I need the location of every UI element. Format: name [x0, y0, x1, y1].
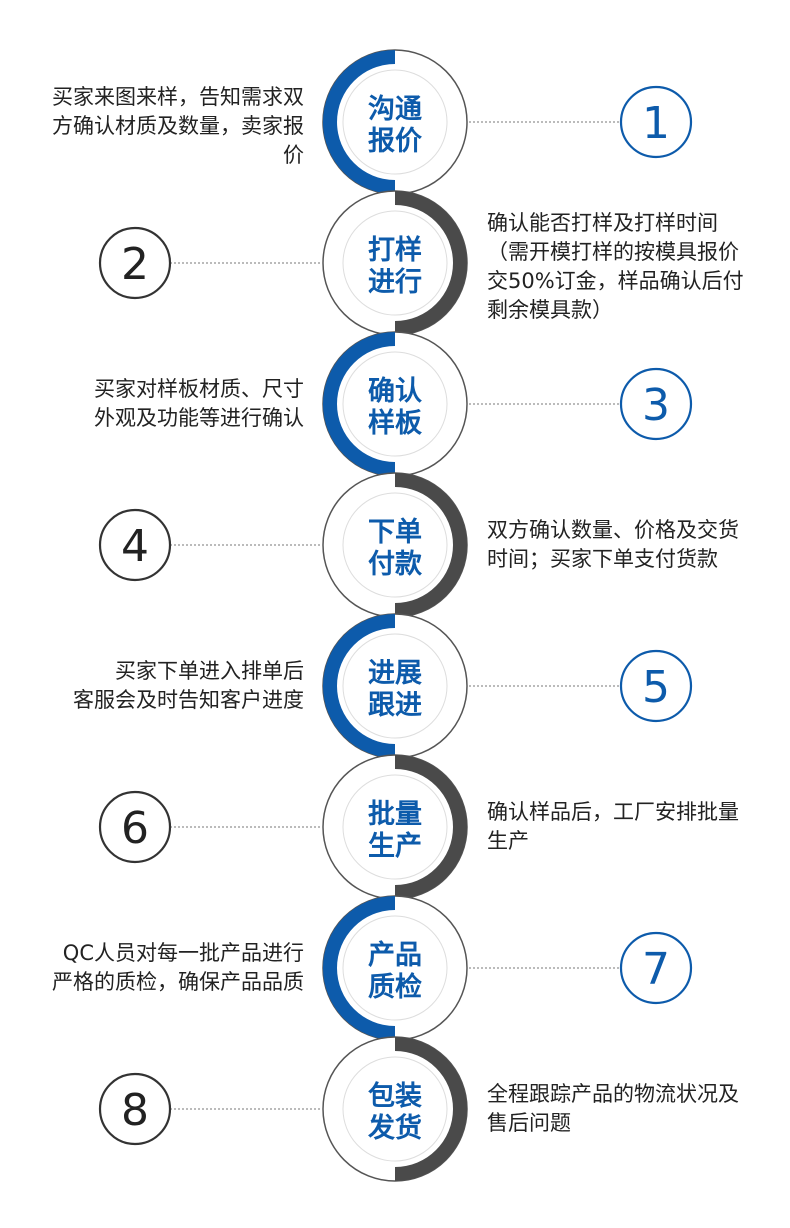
step-title-line: 报价 [368, 126, 423, 157]
step-description-line: 双方确认数量、价格及交货 [487, 518, 739, 542]
step-number: 8 [121, 1085, 149, 1136]
step-description-line: 外观及功能等进行确认 [94, 406, 304, 430]
step-title-line: 打样 [368, 234, 422, 266]
step-inner-disc [342, 210, 448, 316]
step-inner-disc [342, 351, 448, 457]
step-inner-disc [342, 915, 448, 1021]
step-number-circle [98, 1072, 172, 1146]
step-description-line: 剩余模具款） [487, 298, 613, 322]
step-accent-arc [323, 50, 395, 194]
step-title-line: 产品 [368, 940, 422, 971]
step-description-line: （需开模打样的按模具报价 [487, 240, 739, 264]
step-inner-disc [342, 492, 448, 598]
step-description-line: 确认能否打样及打样时间 [487, 211, 718, 235]
step-number-circle [98, 226, 172, 300]
step-description-line: 售后问题 [487, 1111, 571, 1135]
step-description: 全程跟踪产品的物流状况及售后问题 [487, 1080, 787, 1138]
step-title-line: 包装 [368, 1080, 422, 1112]
step-title-line: 生产 [368, 831, 422, 862]
step-description: 买家下单进入排单后客服会及时告知客户进度 [4, 657, 304, 715]
step-accent-arc [395, 755, 467, 899]
step-number: 1 [642, 98, 670, 149]
step-title-line: 发货 [367, 1112, 422, 1144]
step-accent-arc [323, 614, 395, 758]
step-title-line: 下单 [368, 517, 422, 548]
step-description-line: 买家下单进入排单后 [115, 659, 304, 683]
step-number: 5 [642, 662, 670, 713]
step-title-line: 进展 [368, 658, 422, 689]
step-description: 双方确认数量、价格及交货时间；买家下单支付货款 [487, 516, 787, 574]
step-description-line: 严格的质检，确保产品品质 [52, 970, 304, 994]
step-title-line: 确认 [368, 375, 422, 407]
step-title-line: 进行 [368, 266, 422, 298]
step-title-line: 付款 [368, 549, 423, 580]
step-accent-arc [395, 191, 467, 335]
step-accent-arc [323, 332, 395, 476]
step-number: 4 [121, 521, 149, 572]
step-number-circle [619, 85, 693, 159]
step-description-line: 确认样品后，工厂安排批量 [487, 800, 739, 824]
step-description-line: QC人员对每一批产品进行 [62, 941, 304, 965]
step-description-line: 生产 [487, 829, 529, 853]
step-description-line: 时间；买家下单支付货款 [487, 547, 718, 571]
step-number: 7 [642, 944, 670, 995]
step-inner-disc [342, 633, 448, 739]
step-number: 2 [121, 239, 149, 290]
step-accent-arc [395, 473, 467, 617]
step-inner-disc [342, 774, 448, 880]
step-title-line: 批量 [368, 799, 422, 830]
step-description: 买家对样板材质、尺寸外观及功能等进行确认 [4, 375, 304, 433]
step-description: QC人员对每一批产品进行严格的质检，确保产品品质 [4, 939, 304, 997]
step-description-line: 交50%订金，样品确认后付 [487, 269, 744, 293]
step-description-line: 客服会及时告知客户进度 [73, 688, 304, 712]
step-number: 6 [121, 803, 149, 854]
step-description: 确认能否打样及打样时间 （需开模打样的按模具报价交50%订金，样品确认后付剩余模具… [487, 209, 787, 325]
step-number-circle [619, 649, 693, 723]
step-accent-arc [395, 1037, 467, 1181]
step-description: 买家来图来样，告知需求双方确认材质及数量，卖家报价 [4, 83, 304, 170]
step-inner-disc [342, 1056, 448, 1162]
step-number-circle [98, 508, 172, 582]
step-description-line: 买家来图来样，告知需求双 [52, 84, 304, 109]
step-inner-disc [342, 69, 448, 175]
step-description-line: 全程跟踪产品的物流状况及 [487, 1082, 739, 1106]
step-description-line: 价 [283, 142, 304, 167]
step-description-line: 方确认材质及数量，卖家报 [52, 113, 304, 138]
step-number-circle [98, 790, 172, 864]
step-title-line: 沟通 [368, 94, 422, 125]
step-title-line: 质检 [368, 971, 422, 1003]
step-title-line: 跟进 [368, 690, 422, 721]
step-description: 确认样品后，工厂安排批量生产 [487, 798, 787, 856]
step-number: 3 [642, 380, 670, 431]
step-number-circle [619, 931, 693, 1005]
step-number-circle [619, 367, 693, 441]
step-description-line: 买家对样板材质、尺寸 [94, 377, 304, 401]
step-accent-arc [323, 896, 395, 1040]
step-title-line: 样板 [368, 407, 422, 439]
